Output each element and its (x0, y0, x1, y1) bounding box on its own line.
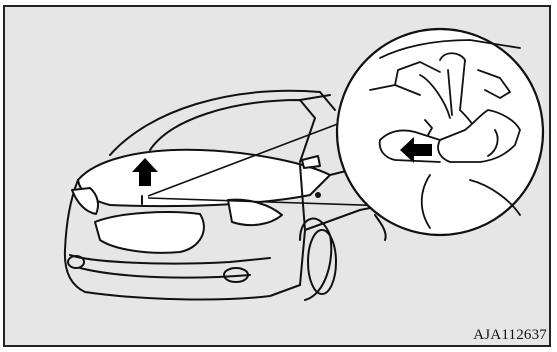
figure-code: AJA112637 (473, 327, 547, 344)
